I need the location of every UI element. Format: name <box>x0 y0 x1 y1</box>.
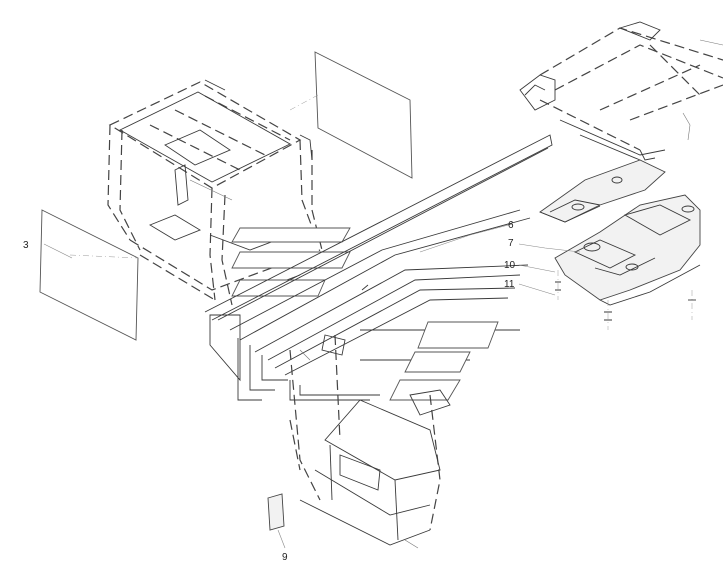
fastener-group <box>361 270 696 330</box>
leader-lines <box>43 223 581 549</box>
callout-3: 3 <box>23 240 29 251</box>
callout-11: 11 <box>504 279 515 290</box>
rear-glass-panel <box>289 51 413 179</box>
callout-7: 7 <box>508 238 514 249</box>
roof-frame-right <box>519 21 723 161</box>
small-side-panels <box>389 321 499 401</box>
floor-mat-upper <box>539 159 666 223</box>
callout-10: 10 <box>504 260 516 271</box>
cab-frame <box>107 79 323 306</box>
callout-6: 6 <box>508 220 514 231</box>
callout-9: 9 <box>282 552 288 563</box>
left-glass-panel <box>39 209 139 341</box>
floor-mat-lower <box>554 194 701 306</box>
base-frame <box>289 334 451 549</box>
small-plate <box>267 493 285 531</box>
